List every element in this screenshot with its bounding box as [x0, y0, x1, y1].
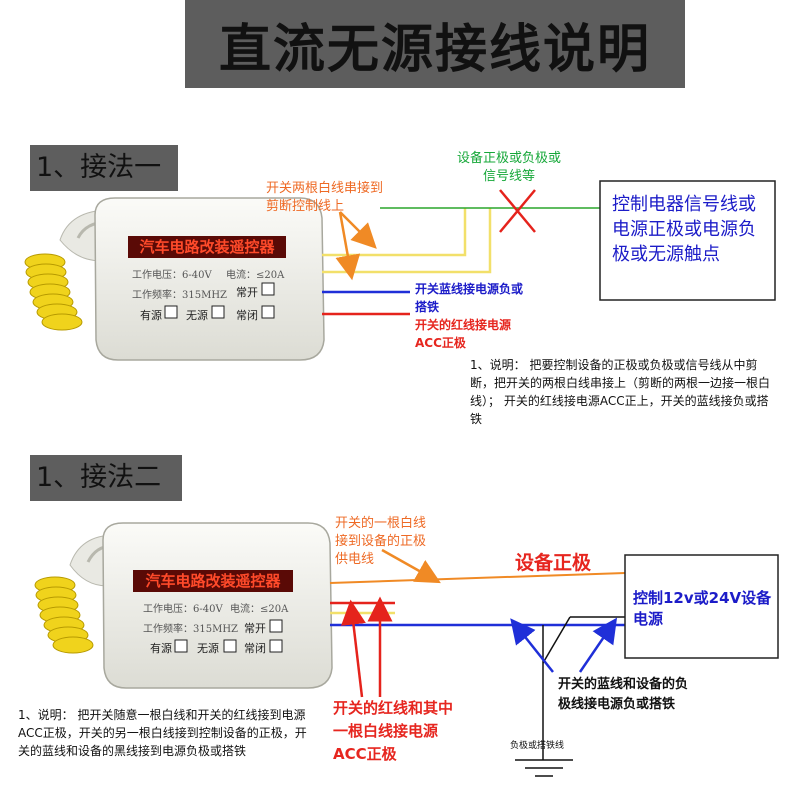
method1-wires: [322, 180, 776, 316]
method1-device: [24, 197, 325, 361]
device-voltage-1: 工作电压：6-40V: [132, 270, 212, 281]
method2-target-box-text: 控制12v或24V设备电源: [633, 589, 772, 628]
method1-switch-white-annotation: 开关两根白线串接到剪断控制线上: [266, 181, 384, 214]
page-title: 直流无源接线说明: [218, 19, 651, 80]
device-always-closed-2: 常闭: [244, 642, 266, 655]
method1-target-box-text: 控制电器信号线或电源正极或电源负极或无源触点: [612, 194, 756, 265]
method2-wires: [329, 548, 779, 777]
antenna-coil-2: [34, 576, 94, 654]
title-banner: 直流无源接线说明: [185, 0, 685, 88]
device-always-on-2: 常开: [244, 622, 266, 635]
method2-white-annotation: 开关的一根白线接到设备的正极供电线: [335, 516, 427, 567]
device-always-on-1: 常开: [236, 286, 258, 299]
device-always-closed-1: 常闭: [236, 309, 258, 322]
device-current-1: 电流：≤20A: [226, 270, 285, 281]
method2-blue-black-annotation: 开关的蓝线和设备的负极线接电源负或搭铁: [558, 677, 689, 712]
method2-red-white-annotation: 开关的红线和其中一根白线接电源ACC正极: [333, 699, 454, 763]
method2-note: 1、说明： 把开关随意一根白线和开关的红线接到电源ACC正极，开关的另一根白线接…: [18, 708, 307, 758]
method1-blue-annotation: 开关蓝线接电源负或搭铁: [415, 282, 524, 314]
device-voltage-2: 工作电压：6-40V: [143, 604, 223, 615]
method2-device: [34, 522, 333, 689]
method1-signal-annotation: 设备正极或负极或信号线等: [456, 151, 561, 184]
device-current-2: 电流：≤20A: [230, 604, 289, 615]
method1-label: 1、接法一: [30, 145, 178, 191]
device-frequency-1: 工作频率：315MHZ: [132, 290, 227, 301]
device-name-2: 汽车电路改装遥控器: [145, 572, 281, 590]
device-passive-2: 无源: [197, 642, 219, 655]
method2-label: 1、接法二: [30, 455, 182, 501]
device-powered-1: 有源: [140, 309, 162, 322]
method1-red-annotation: 开关的红线接电源ACC正极: [415, 318, 512, 350]
method2-device-positive: 设备正极: [515, 552, 592, 574]
device-passive-1: 无源: [186, 309, 208, 322]
antenna-coil: [24, 253, 83, 331]
device-powered-2: 有源: [150, 642, 172, 655]
device-name-1: 汽车电路改装遥控器: [139, 238, 275, 256]
method2-ground-label: 负极或搭铁线: [510, 741, 565, 751]
method1-note: 1、说明： 把要控制设备的正极或负极或信号线从中剪断，把开关的两根白线串接上（剪…: [470, 358, 771, 426]
device-frequency-2: 工作频率：315MHZ: [143, 624, 238, 635]
